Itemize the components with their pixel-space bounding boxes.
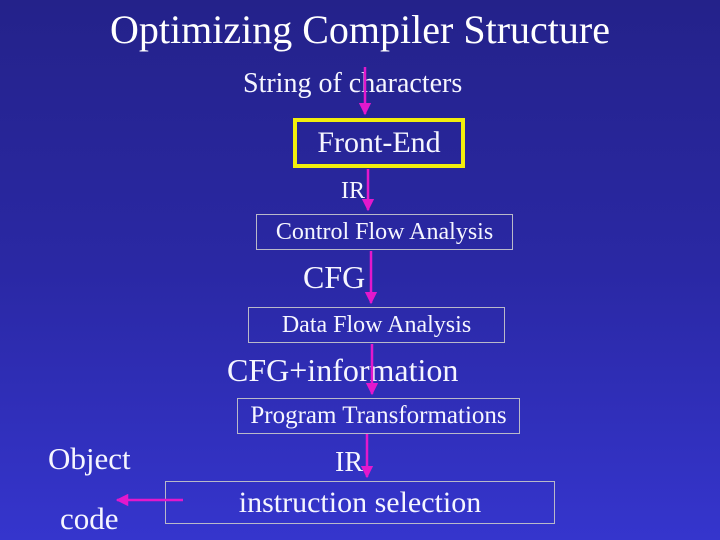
box-control-flow-analysis: Control Flow Analysis [256, 214, 513, 250]
label-object-code-line1: Object [48, 441, 131, 476]
box-instruction-selection-label: instruction selection [238, 485, 482, 519]
label-object-code-line2: code [60, 501, 119, 536]
box-front-end: Front-End [293, 118, 465, 168]
label-ir-2: IR [335, 447, 363, 478]
box-front-end-label: Front-End [317, 126, 441, 159]
box-data-flow-analysis-label: Data Flow Analysis [281, 311, 472, 338]
box-program-transformations: Program Transformations [237, 398, 520, 434]
box-instruction-selection: instruction selection [165, 481, 555, 524]
label-cfg: CFG [303, 259, 366, 295]
box-program-transformations-label: Program Transformations [250, 402, 507, 429]
box-data-flow-analysis: Data Flow Analysis [248, 307, 505, 343]
slide-title: Optimizing Compiler Structure [110, 7, 610, 52]
label-ir-1: IR [341, 178, 365, 204]
box-control-flow-analysis-label: Control Flow Analysis [275, 218, 494, 245]
label-cfg-information: CFG+information [227, 352, 459, 388]
label-string-of-characters: String of characters [243, 68, 463, 99]
